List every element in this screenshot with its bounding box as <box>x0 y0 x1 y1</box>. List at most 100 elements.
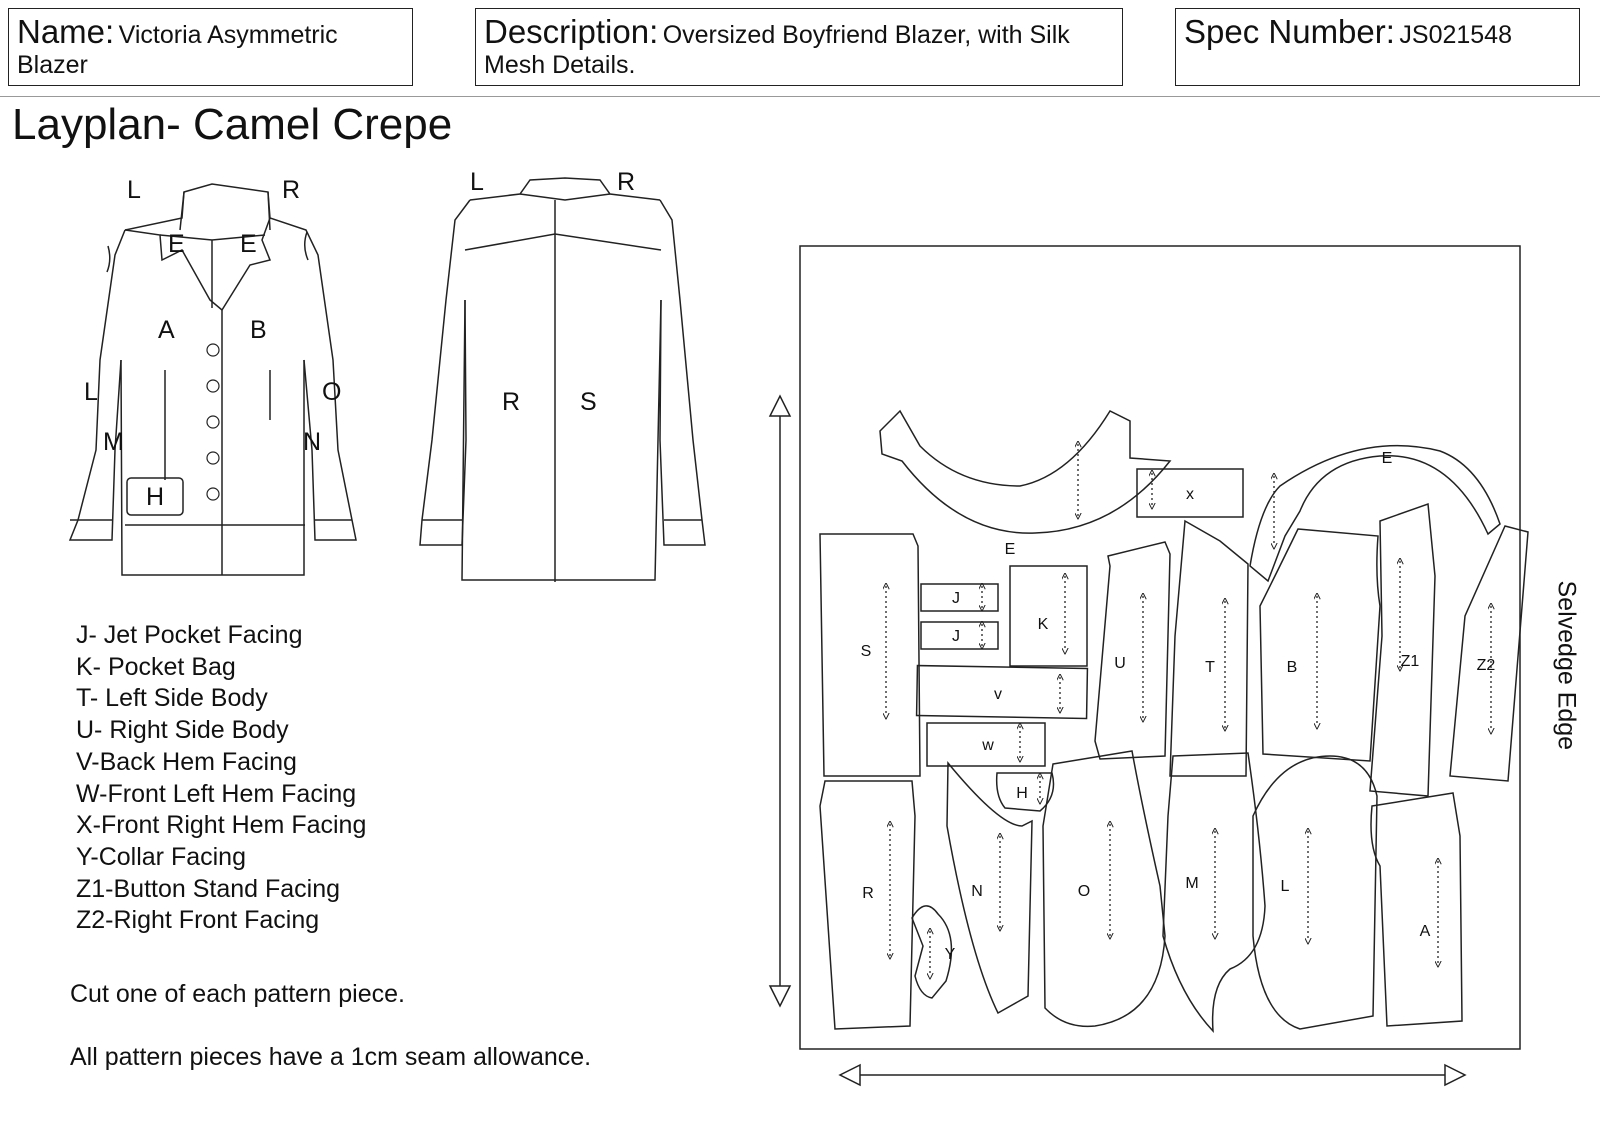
cut-note: Cut one of each pattern piece. <box>70 980 405 1008</box>
width-arrow-icon <box>838 1063 1467 1087</box>
piece-label: S <box>861 643 872 660</box>
button-icon <box>206 451 220 465</box>
legend-item: U- Right Side Body <box>76 716 289 745</box>
grain-lines <box>886 444 1491 976</box>
legend-item: Z1-Button Stand Facing <box>76 874 341 903</box>
back-label-s-panel: S <box>580 388 597 416</box>
layplan-diagram: E x E S J J K v w H U T B Z1 Z2 R Y N O … <box>768 245 1529 1087</box>
piece-k <box>1009 565 1088 667</box>
front-label-n: N <box>303 428 321 456</box>
piece-w <box>926 722 1046 767</box>
piece-b <box>1259 528 1381 762</box>
fabric-boundary <box>799 245 1521 1050</box>
description-label: Description: <box>484 13 659 50</box>
seam-note: All pattern pieces have a 1cm seam allow… <box>70 1043 592 1071</box>
piece-label: J <box>952 628 960 645</box>
piece-label: R <box>862 885 874 902</box>
front-label-a: A <box>158 316 175 344</box>
piece-r <box>819 780 916 1030</box>
piece-y <box>911 905 953 999</box>
piece-x <box>1136 468 1244 518</box>
garment-sketches: L R E E A B L O M N H L R R S <box>68 168 706 582</box>
piece-label: v <box>994 686 1002 703</box>
piece-j-1 <box>920 583 999 612</box>
piece-label: Z2 <box>1477 657 1496 674</box>
piece-e-back-collar <box>879 409 1172 534</box>
piece-v <box>915 664 1089 720</box>
spec-value: JS021548 <box>1399 21 1512 49</box>
back-label-l: L <box>470 168 484 196</box>
piece-z1 <box>1369 502 1436 797</box>
page-title: Layplan- Camel Crepe <box>12 100 453 149</box>
front-label-e-left: E <box>168 230 185 258</box>
piece-label: E <box>1382 450 1393 467</box>
piece-label: A <box>1420 923 1431 940</box>
front-label-e-right: E <box>240 230 257 258</box>
piece-label: E <box>1005 541 1016 558</box>
front-label-m: M <box>103 428 124 456</box>
piece-label: H <box>1016 785 1028 802</box>
name-value-line2: Blazer <box>17 50 88 79</box>
piece-t <box>1169 519 1249 777</box>
piece-z2 <box>1449 525 1529 782</box>
header-divider <box>0 96 1600 97</box>
piece-s <box>819 533 921 777</box>
description-box: Description: Oversized Boyfriend Blazer,… <box>475 8 1123 86</box>
piece-label: Z1 <box>1401 653 1420 670</box>
piece-label: U <box>1114 655 1126 672</box>
piece-u <box>1094 541 1171 760</box>
legend-item: Z2-Right Front Facing <box>76 906 320 935</box>
front-label-o: O <box>322 378 341 406</box>
legend-item: Y-Collar Facing <box>76 842 246 871</box>
piece-l <box>1252 755 1378 1030</box>
piece-shapes <box>819 409 1529 1034</box>
back-label-r-panel: R <box>502 388 520 416</box>
front-label-l-sleeve: L <box>84 378 98 406</box>
piece-label: M <box>1185 875 1198 892</box>
legend-item: T- Left Side Body <box>76 684 268 713</box>
piece-o <box>1042 750 1166 1028</box>
piece-label: Y <box>945 946 956 963</box>
piece-j-2 <box>920 621 999 650</box>
button-icon <box>206 343 220 357</box>
back-sketch <box>419 177 706 582</box>
piece-a <box>1370 792 1463 1027</box>
piece-label: K <box>1038 616 1049 633</box>
piece-label: x <box>1186 486 1194 503</box>
front-sketch <box>68 183 357 576</box>
front-label-r: R <box>282 176 300 204</box>
piece-h <box>995 772 1055 812</box>
button-icon <box>206 487 220 501</box>
piece-label: L <box>1281 878 1290 895</box>
selvedge-edge-label: Selvedge Edge <box>1546 581 1586 751</box>
name-label: Name: <box>17 13 115 50</box>
description-value-line2: Mesh Details. <box>484 50 636 79</box>
button-icons <box>206 343 220 501</box>
front-label-l: L <box>127 176 141 204</box>
piece-label: N <box>971 883 983 900</box>
legend-item: K- Pocket Bag <box>76 652 236 681</box>
button-icon <box>206 415 220 429</box>
name-value: Victoria Asymmetric <box>118 21 338 49</box>
piece-label: B <box>1287 659 1298 676</box>
legend-item: W-Front Left Hem Facing <box>76 779 357 808</box>
length-arrow-icon <box>768 394 792 1008</box>
back-label-r: R <box>617 168 635 196</box>
piece-label: J <box>952 590 960 607</box>
piece-label: O <box>1078 883 1090 900</box>
button-icon <box>206 379 220 393</box>
selvedge-edge-text: Selvedge Edge <box>1552 580 1581 751</box>
spec-label: Spec Number: <box>1184 13 1395 50</box>
spec-box: Spec Number: JS021548 <box>1175 8 1580 86</box>
front-label-h: H <box>146 483 164 511</box>
piece-legend: J- Jet Pocket Facing K- Pocket Bag T- Le… <box>76 620 366 937</box>
name-box: Name: Victoria Asymmetric Blazer <box>8 8 413 86</box>
piece-n <box>946 760 1033 1015</box>
piece-label: T <box>1205 659 1215 676</box>
description-value: Oversized Boyfriend Blazer, with Silk <box>662 21 1070 49</box>
front-label-b: B <box>250 316 267 344</box>
piece-e-front-collar <box>1249 444 1501 583</box>
legend-item: V-Back Hem Facing <box>76 747 297 776</box>
piece-m <box>1162 752 1266 1034</box>
legend-item: X-Front Right Hem Facing <box>76 811 367 840</box>
